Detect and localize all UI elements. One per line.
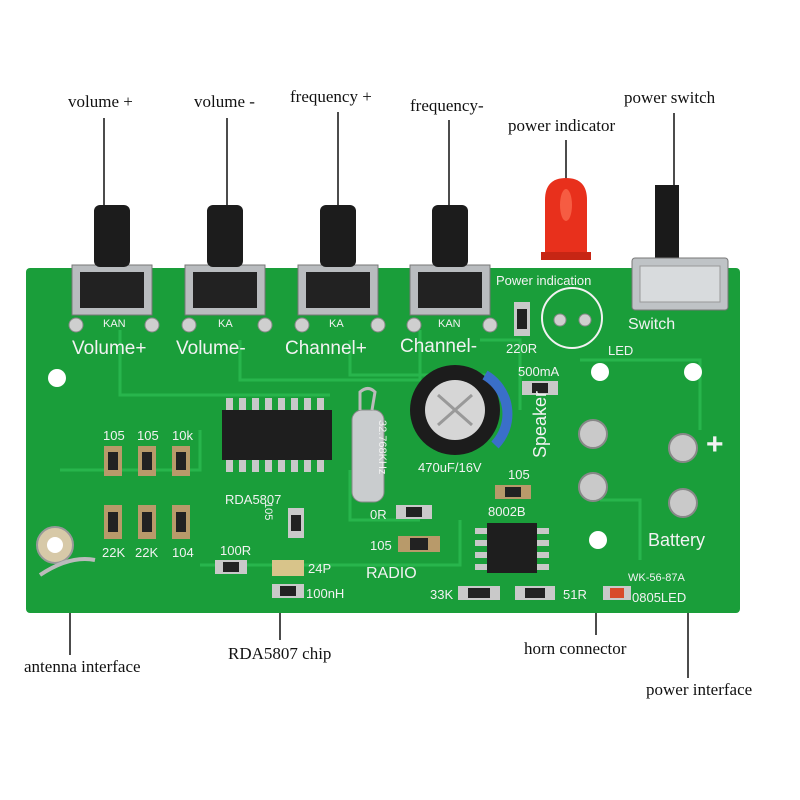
silk-105-b: 105 (137, 428, 159, 443)
silk-10k: 10k (172, 428, 193, 443)
silk-220r: 220R (506, 341, 538, 356)
silk-kan-2: KAN (438, 318, 461, 330)
callout-power-switch: power switch (624, 88, 716, 107)
mount-hole-mid (591, 363, 609, 381)
silk-ka-1: KA (218, 318, 233, 330)
silk-500ma: 500mA (518, 364, 560, 379)
silk-channel-minus: Channel- (400, 336, 478, 357)
callout-antenna-interface: antenna interface (24, 657, 141, 676)
silk-rda5807: RDA5807 (225, 492, 282, 507)
rda5807-ic (222, 398, 332, 472)
smd-components (104, 302, 631, 600)
silk-105-c: 105 (370, 538, 392, 553)
button-channel-minus (406, 205, 498, 333)
silk-volume-plus: Volume+ (72, 338, 147, 359)
antenna-pad (36, 526, 96, 577)
silk-ka-2: KA (329, 318, 344, 330)
callout-frequency-minus: frequency- (410, 96, 484, 115)
callout-volume-plus: volume + (68, 92, 133, 111)
silk-22k-b: 22K (135, 545, 159, 560)
mount-hole-right (684, 363, 702, 381)
silk-22k-a: 22K (102, 545, 126, 560)
mount-hole-bottom (589, 531, 607, 549)
silk-radio: RADIO (366, 565, 417, 582)
power-switch-component (631, 185, 729, 311)
silk-100nh: 100nH (306, 586, 345, 601)
silk-105-a: 105 (103, 428, 125, 443)
button-volume-minus (181, 205, 273, 333)
silk-channel-plus: Channel+ (285, 338, 367, 359)
callout-volume-minus: volume - (194, 92, 255, 111)
power-led (541, 178, 603, 349)
silk-24p: 24P (308, 561, 332, 576)
pcb-traces (60, 330, 702, 567)
silk-capacitor: 470uF/16V (418, 460, 482, 475)
callout-frequency-plus: frequency + (290, 87, 372, 106)
callout-rda5807-chip: RDA5807 chip (228, 644, 332, 663)
amplifier-ic (475, 523, 549, 573)
button-channel-plus (294, 205, 386, 333)
silk-power-indication: Power indication (496, 273, 592, 288)
callout-horn-connector: horn connector (524, 639, 627, 658)
silk-104: 104 (172, 545, 194, 560)
silk-8002b: 8002B (488, 504, 526, 519)
silk-switch: Switch (628, 316, 676, 333)
mount-hole-left (48, 369, 66, 387)
electrolytic-capacitor (410, 365, 513, 455)
silk-0r: 0R (370, 507, 387, 522)
silk-105-vertical: 105 (262, 502, 274, 521)
silk-crystal: 32.768KHz (376, 420, 388, 475)
callout-power-indicator: power indicator (508, 116, 616, 135)
silk-speaker: Speaker (530, 390, 550, 458)
pads (578, 419, 698, 518)
silk-battery: Battery (648, 530, 706, 550)
silk-51r: 51R (563, 587, 587, 602)
silk-105-d: 105 (508, 467, 530, 482)
silk-33k: 33K (430, 587, 454, 602)
silk-100r: 100R (220, 543, 252, 558)
silk-plus-sign: + (706, 428, 724, 461)
silk-0805led: 0805LED (632, 590, 687, 605)
button-volume-plus (68, 205, 160, 333)
silk-model: WK-56-87A (628, 572, 685, 584)
silk-led: LED (608, 343, 634, 358)
silk-volume-minus: Volume- (176, 338, 246, 359)
silk-kan-1: KAN (103, 318, 126, 330)
crystal-oscillator (351, 387, 385, 503)
callout-power-interface: power interface (646, 680, 753, 699)
